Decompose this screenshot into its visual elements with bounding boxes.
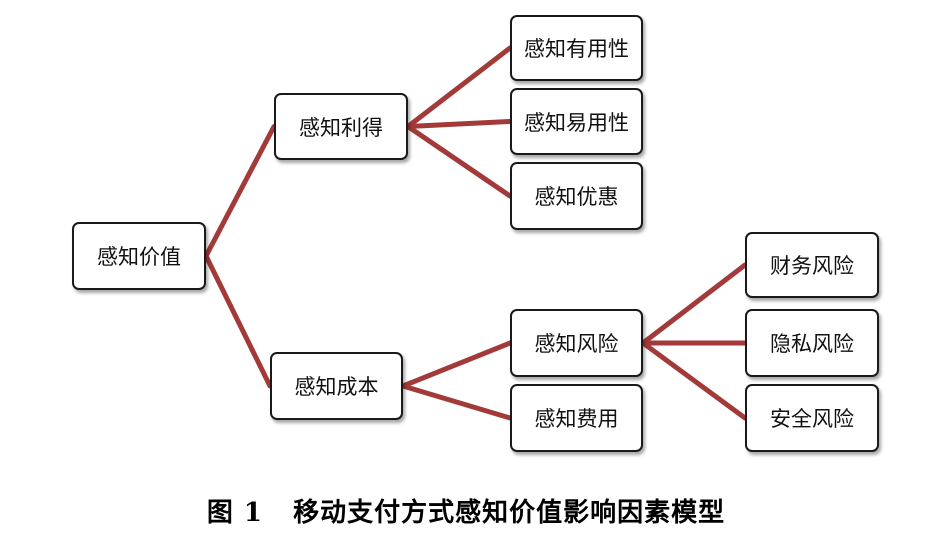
node-perceived-benefit: 感知利得 xyxy=(274,93,408,160)
node-perceived-value: 感知价值 xyxy=(72,222,206,290)
node-perceived-discount: 感知优惠 xyxy=(510,162,643,230)
node-perceived-risk: 感知风险 xyxy=(510,309,643,377)
node-perceived-ease-of-use: 感知易用性 xyxy=(510,88,643,155)
figure-caption: 图 1 移动支付方式感知价值影响因素模型 xyxy=(0,492,932,529)
connector-benefit-ease_of_use xyxy=(405,119,513,129)
figure-title: 移动支付方式感知价值影响因素模型 xyxy=(293,498,726,528)
connector-risk-financial_risk xyxy=(640,262,748,346)
figure-label: 图 1 xyxy=(206,498,263,528)
node-perceived-cost: 感知成本 xyxy=(270,352,403,420)
connector-root-cost xyxy=(203,253,273,389)
connector-cost-risk xyxy=(400,340,513,389)
connector-benefit-usefulness xyxy=(405,45,513,129)
connector-root-benefit xyxy=(203,124,277,259)
node-privacy-risk: 隐私风险 xyxy=(745,309,879,377)
connector-benefit-discount xyxy=(405,124,513,199)
node-financial-risk: 财务风险 xyxy=(745,232,879,298)
node-security-risk: 安全风险 xyxy=(745,384,879,452)
node-perceived-usefulness: 感知有用性 xyxy=(510,15,643,81)
connector-risk-security_risk xyxy=(640,340,748,421)
connector-cost-fee xyxy=(400,383,513,421)
node-perceived-fee: 感知费用 xyxy=(510,384,643,452)
